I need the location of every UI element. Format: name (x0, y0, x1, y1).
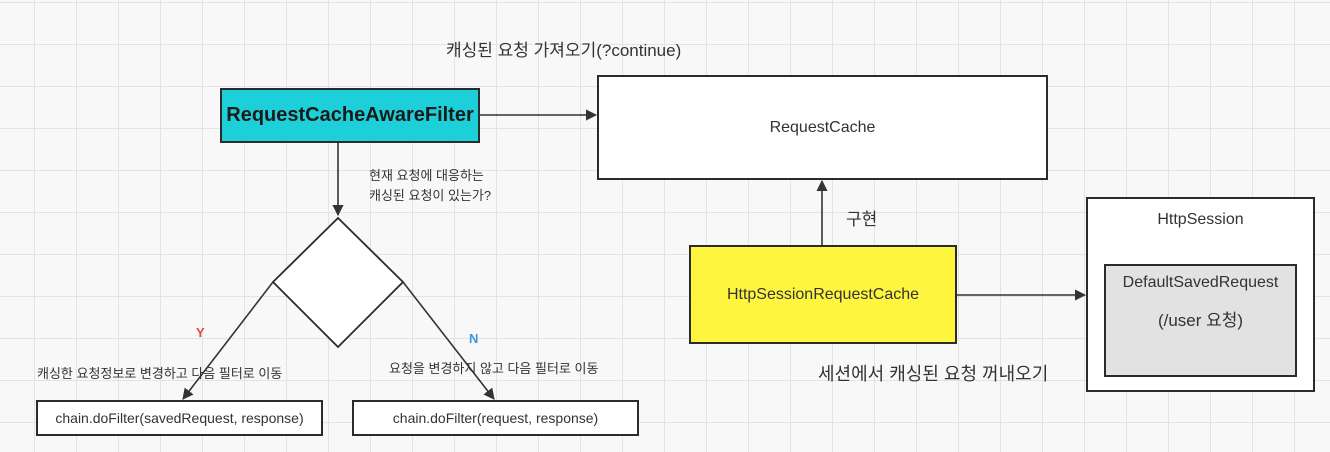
no-label: N (469, 331, 479, 346)
arrow-yes-branch (182, 281, 274, 400)
question-line-1: 현재 요청에 대응하는 (369, 168, 484, 183)
chain-dofilter-request-node[interactable]: chain.doFilter(request, response) (352, 400, 639, 436)
no-action-label: 요청을 변경하지 않고 다음 필터로 이동 (389, 361, 599, 376)
request-cache-node[interactable]: RequestCache (597, 75, 1048, 180)
default-saved-request-sub: (/user 요청) (1157, 311, 1244, 330)
chain-dofilter-request-label: chain.doFilter(request, response) (392, 410, 599, 426)
chain-dofilter-saved-node[interactable]: chain.doFilter(savedRequest, response) (36, 400, 323, 436)
implements-label: 구현 (846, 210, 878, 229)
default-saved-request-node[interactable]: DefaultSavedRequest (/user 요청) (1104, 264, 1297, 377)
question-line-2: 캐싱된 요청이 있는가? (369, 188, 492, 203)
request-cache-aware-filter-label: RequestCacheAwareFilter (226, 104, 474, 126)
decision-diamond[interactable] (271, 216, 405, 349)
yes-label: Y (196, 325, 205, 340)
top-label: 캐싱된 요청 가져오기(?continue) (446, 41, 682, 60)
request-cache-aware-filter-node[interactable]: RequestCacheAwareFilter (220, 88, 480, 143)
request-cache-label: RequestCache (769, 118, 876, 136)
arrow-no-branch (402, 281, 495, 400)
session-fetch-label: 세션에서 캐싱된 요청 꺼내오기 (818, 364, 1049, 384)
http-session-request-cache-node[interactable]: HttpSessionRequestCache (689, 245, 957, 344)
yes-action-label: 캐싱한 요청정보로 변경하고 다음 필터로 이동 (37, 366, 283, 381)
default-saved-request-label: DefaultSavedRequest (1122, 274, 1279, 291)
http-session-request-cache-label: HttpSessionRequestCache (726, 285, 920, 303)
http-session-label: HttpSession (1157, 211, 1244, 228)
chain-dofilter-saved-label: chain.doFilter(savedRequest, response) (55, 410, 304, 426)
